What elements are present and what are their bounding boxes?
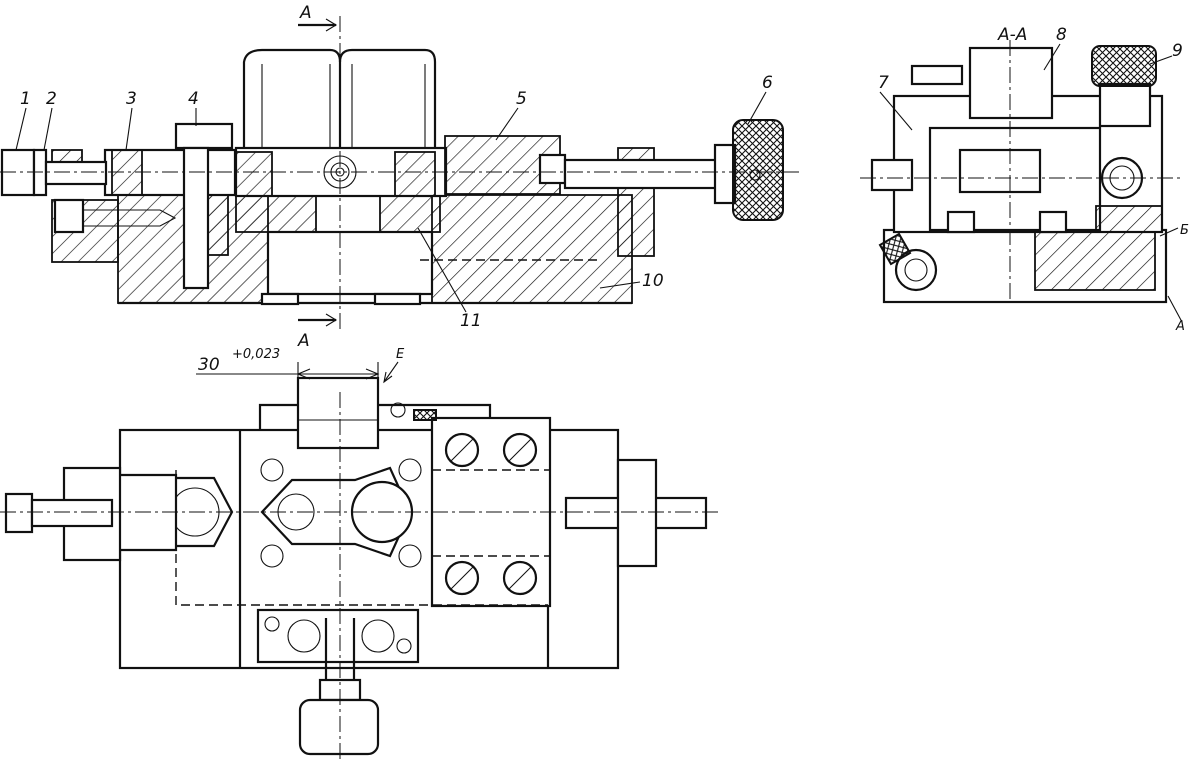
callout-1: 1	[20, 89, 31, 109]
callout-8: 8	[1056, 25, 1067, 45]
body-part-10	[431, 194, 633, 304]
callout-6: 6	[762, 73, 773, 93]
knob-plan-view	[298, 698, 380, 756]
bolt-part-4	[174, 122, 234, 150]
knob-part-6	[732, 119, 784, 221]
section-mark-b: Б	[1180, 223, 1189, 238]
callout-7: 7	[878, 73, 889, 93]
callout-10: 10	[642, 271, 664, 291]
callout-4: 4	[188, 89, 199, 109]
section-a-a-view	[860, 40, 1183, 323]
callout-2: 2	[46, 89, 57, 109]
callout-3: 3	[126, 89, 137, 109]
surface-mark-e: Е	[396, 347, 405, 362]
labels: А А А-А Б А 1 2 3 4 5 6 7 8 9 10 11 30 +…	[20, 3, 1189, 375]
section-mark-a-top: А	[299, 3, 312, 23]
section-mark-a-right: А	[1175, 319, 1185, 334]
callout-9: 9	[1172, 41, 1183, 61]
plan-view	[0, 376, 720, 760]
callout-11: 11	[460, 311, 482, 331]
leader-lines	[15, 43, 1173, 313]
section-mark-a-bottom: А	[297, 331, 310, 351]
section-title: А-А	[997, 25, 1027, 45]
dimension-value: 30	[198, 355, 220, 375]
callout-5: 5	[516, 89, 527, 109]
dimension-30	[196, 361, 399, 384]
front-view	[0, 16, 800, 330]
dimension-tolerance: +0,023	[232, 347, 280, 362]
knob-part-9	[1091, 45, 1157, 87]
